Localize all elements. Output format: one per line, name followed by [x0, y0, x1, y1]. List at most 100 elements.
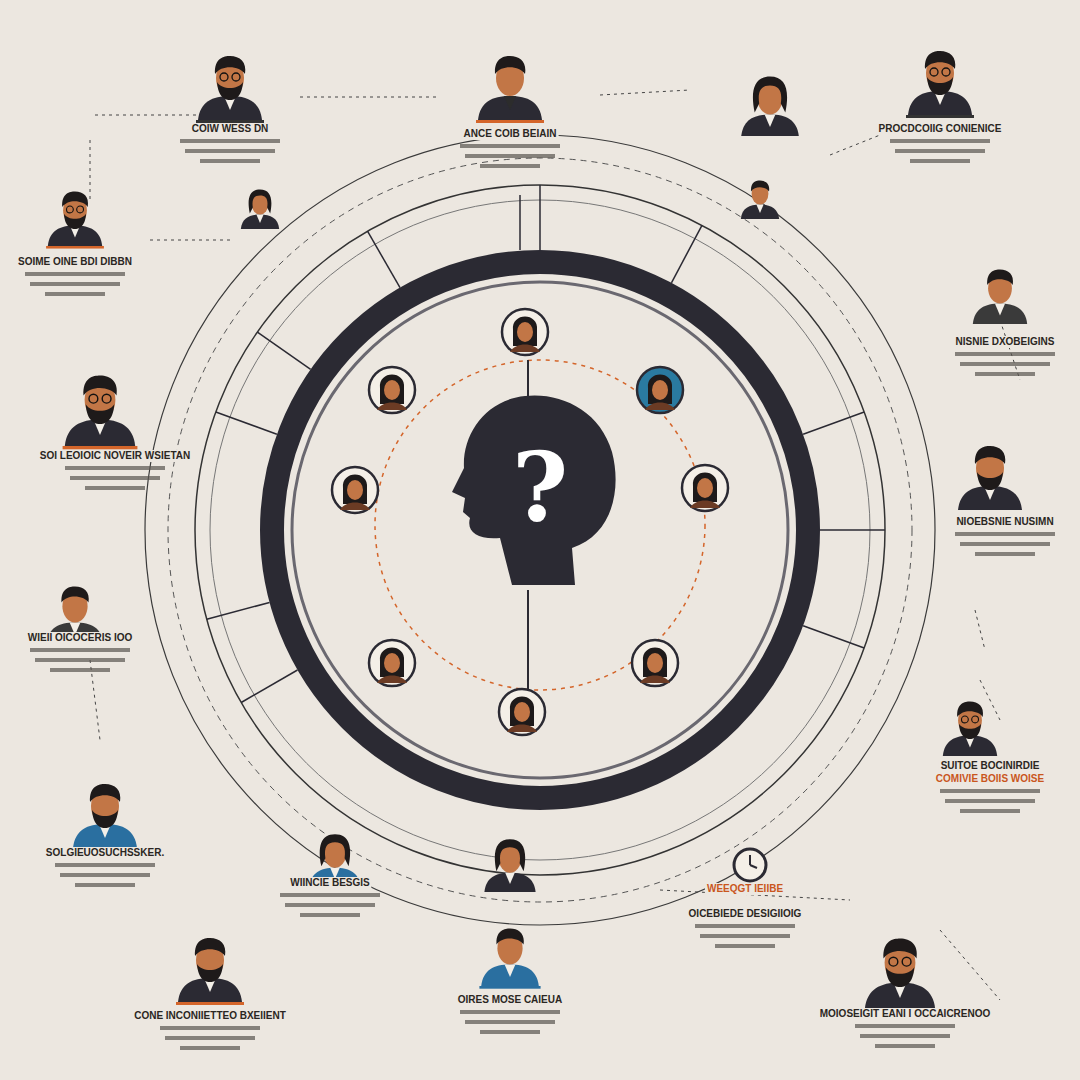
portrait [241, 189, 279, 229]
spoke-line [671, 225, 702, 282]
text-scribble [460, 144, 560, 148]
text-scribble [955, 532, 1055, 536]
clock-icon [734, 849, 766, 881]
text-scribble [30, 648, 130, 652]
text-scribble [945, 799, 1035, 803]
text-scribble [280, 893, 380, 897]
spoke-line [257, 332, 310, 369]
portrait [958, 446, 1022, 510]
portrait [71, 784, 139, 851]
dashed-orbit [375, 360, 705, 690]
inner-portrait [632, 640, 678, 686]
person-heading: WIINCIE BESGIS [288, 877, 371, 889]
text-scribble [180, 139, 280, 143]
text-scribble [70, 476, 160, 480]
text-scribble [890, 139, 990, 143]
text-scribble [180, 1046, 240, 1050]
leader-line [975, 610, 985, 650]
orbit-circle [145, 135, 935, 925]
spoke-line [207, 602, 270, 619]
text-scribble [460, 1010, 560, 1014]
text-scribble [85, 486, 145, 490]
text-scribble [465, 154, 555, 158]
person-heading: SUITOE BOCINIRDIE [939, 760, 1042, 772]
spoke-line [216, 412, 277, 434]
leader-line [600, 90, 690, 95]
person-heading: WIEII OICOCERIS IOO [26, 632, 134, 644]
text-scribble [855, 1024, 955, 1028]
inner-portrait [682, 465, 728, 511]
person-heading: COIW WESS DN [190, 123, 271, 135]
person-heading: WEEQGT IEIIBE [705, 883, 785, 895]
text-scribble [60, 873, 150, 877]
portrait [741, 77, 799, 136]
text-scribble [165, 1036, 255, 1040]
person-heading: SOI LEOIOIC NOVEIR WSIETAN [38, 450, 192, 462]
portrait [196, 56, 264, 123]
inner-portrait [499, 689, 545, 735]
text-scribble [45, 292, 105, 296]
portrait [46, 192, 104, 249]
text-scribble [160, 1026, 260, 1030]
text-scribble [55, 863, 155, 867]
text-scribble [860, 1034, 950, 1038]
text-scribble [465, 1020, 555, 1024]
portrait [865, 939, 935, 1009]
leader-line [1000, 320, 1020, 380]
text-scribble [940, 789, 1040, 793]
inner-portrait [332, 467, 378, 513]
text-scribble [200, 159, 260, 163]
portrait [906, 51, 974, 118]
leader-line [300, 97, 440, 98]
person-heading: SOIME OINE BDI DIBBN [16, 256, 134, 268]
person-heading: PROCDCOIIG CONIENICE [877, 123, 1004, 135]
person-heading: MOIOSEIGIT EANI I OCCAICRENOO [818, 1008, 993, 1020]
spoke-line [241, 670, 297, 703]
text-scribble [975, 552, 1035, 556]
text-scribble [25, 272, 125, 276]
text-scribble [35, 658, 125, 662]
person-heading: NIOEBSNIE NUSIMN [954, 516, 1055, 528]
text-scribble [960, 542, 1050, 546]
orbit-circle [168, 158, 912, 902]
text-scribble [960, 362, 1050, 366]
text-scribble [715, 944, 775, 948]
text-scribble [960, 809, 1020, 813]
portrait [63, 376, 138, 450]
leader-line [90, 140, 91, 200]
text-scribble [300, 913, 360, 917]
text-scribble [30, 282, 120, 286]
text-scribble [895, 149, 985, 153]
person-heading: OICEBIEDE DESIGIIOIG [687, 908, 804, 920]
spoke-line [368, 231, 401, 287]
orbit-circle [195, 185, 885, 875]
text-scribble [185, 149, 275, 153]
portrait [973, 270, 1027, 324]
person-heading: ANCE COIB BEIAIN [462, 128, 559, 140]
inner-portrait [369, 367, 415, 413]
person-heading: NISNIE DXOBEIGINS [954, 336, 1057, 348]
person-heading: SOLGIEUOSUCHSSKER. [44, 847, 166, 859]
portrait [943, 702, 997, 756]
text-scribble [695, 924, 795, 928]
inner-portrait [369, 640, 415, 686]
text-scribble [65, 466, 165, 470]
head-silhouette [452, 395, 616, 585]
inner-portrait [502, 309, 548, 355]
orbit-circle [210, 200, 870, 860]
vertical-spoke [527, 590, 529, 690]
person-heading: OIRES MOSE CAIEUA [456, 994, 564, 1006]
person-heading: CONE INCONIIETTEO BXEIIENT [132, 1010, 288, 1022]
text-scribble [75, 883, 135, 887]
leader-line [95, 115, 200, 116]
person-heading: COMIVIE BOIIS WOISE [934, 773, 1046, 785]
leader-line [830, 135, 880, 155]
portrait [479, 928, 540, 988]
inner-ring [292, 282, 788, 778]
spoke-line [803, 412, 864, 434]
text-scribble [700, 934, 790, 938]
spoke-line [803, 626, 864, 648]
text-scribble [480, 164, 540, 168]
question-mark: ? [512, 440, 568, 536]
